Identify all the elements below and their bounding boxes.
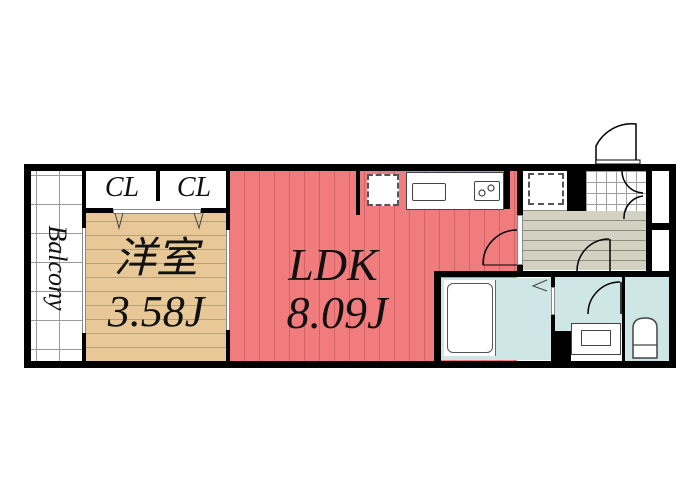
shoe-closet-1 [652, 171, 670, 223]
wall-closet-bottom [86, 208, 113, 213]
interior-window [226, 230, 230, 330]
hall-window-ldk [517, 215, 523, 265]
bathtub-basin [447, 283, 493, 353]
wall-bath-left [434, 271, 441, 361]
wash-basin-bowl [581, 330, 611, 346]
wall-ldk-right [517, 171, 523, 215]
wall-ldk-right-lower [517, 265, 523, 275]
outer-wall-top [24, 164, 676, 171]
western-room-size: 3.58J [107, 287, 205, 336]
bath-door[interactable] [551, 287, 555, 315]
kitchen-sink [412, 183, 446, 201]
closet-1 [86, 171, 156, 209]
wall-shoe-divider [652, 223, 670, 230]
entrance-floor [586, 171, 646, 211]
wall-washroom-bottom [555, 331, 571, 361]
ldk-size: 8.09J [286, 287, 388, 338]
wall-toilet-left [622, 277, 625, 361]
balcony-window [82, 228, 86, 333]
wall-kitchen-stub [356, 171, 360, 215]
wall-balcony [82, 171, 86, 228]
wash-basin [571, 323, 621, 355]
closet-label-1: CL [104, 172, 140, 203]
closet-2 [160, 171, 224, 209]
wall-bath-right [551, 277, 555, 287]
wall-closet-bottom-2 [201, 208, 226, 213]
wall-entry-right [646, 171, 652, 271]
hallway-floor [523, 210, 647, 270]
closet-rail [113, 209, 201, 214]
western-room-floor [86, 213, 226, 361]
wall-bath-right-lower [551, 315, 555, 361]
closet-label-2: CL [176, 172, 212, 203]
outer-wall-bottom [24, 361, 676, 368]
wall-western-ldk-lower [226, 330, 230, 361]
balcony-area [31, 171, 83, 361]
wall-closet-divider [156, 171, 160, 201]
wall-kitchen-right [504, 171, 510, 209]
wall-balcony-lower [82, 333, 86, 361]
outer-wall-left [24, 164, 31, 368]
wall-western-ldk [226, 171, 230, 230]
outer-wall-right [669, 164, 676, 368]
western-room-name: 洋室 [113, 233, 198, 282]
shoe-closet-2 [654, 230, 670, 270]
balcony-label: Balcony [43, 225, 72, 311]
washing-machine-space [528, 173, 564, 205]
ldk-name: LDK [288, 239, 378, 290]
refrigerator-space [367, 174, 399, 206]
wall-bath-top [434, 271, 670, 277]
wall-storage-right [567, 171, 586, 211]
